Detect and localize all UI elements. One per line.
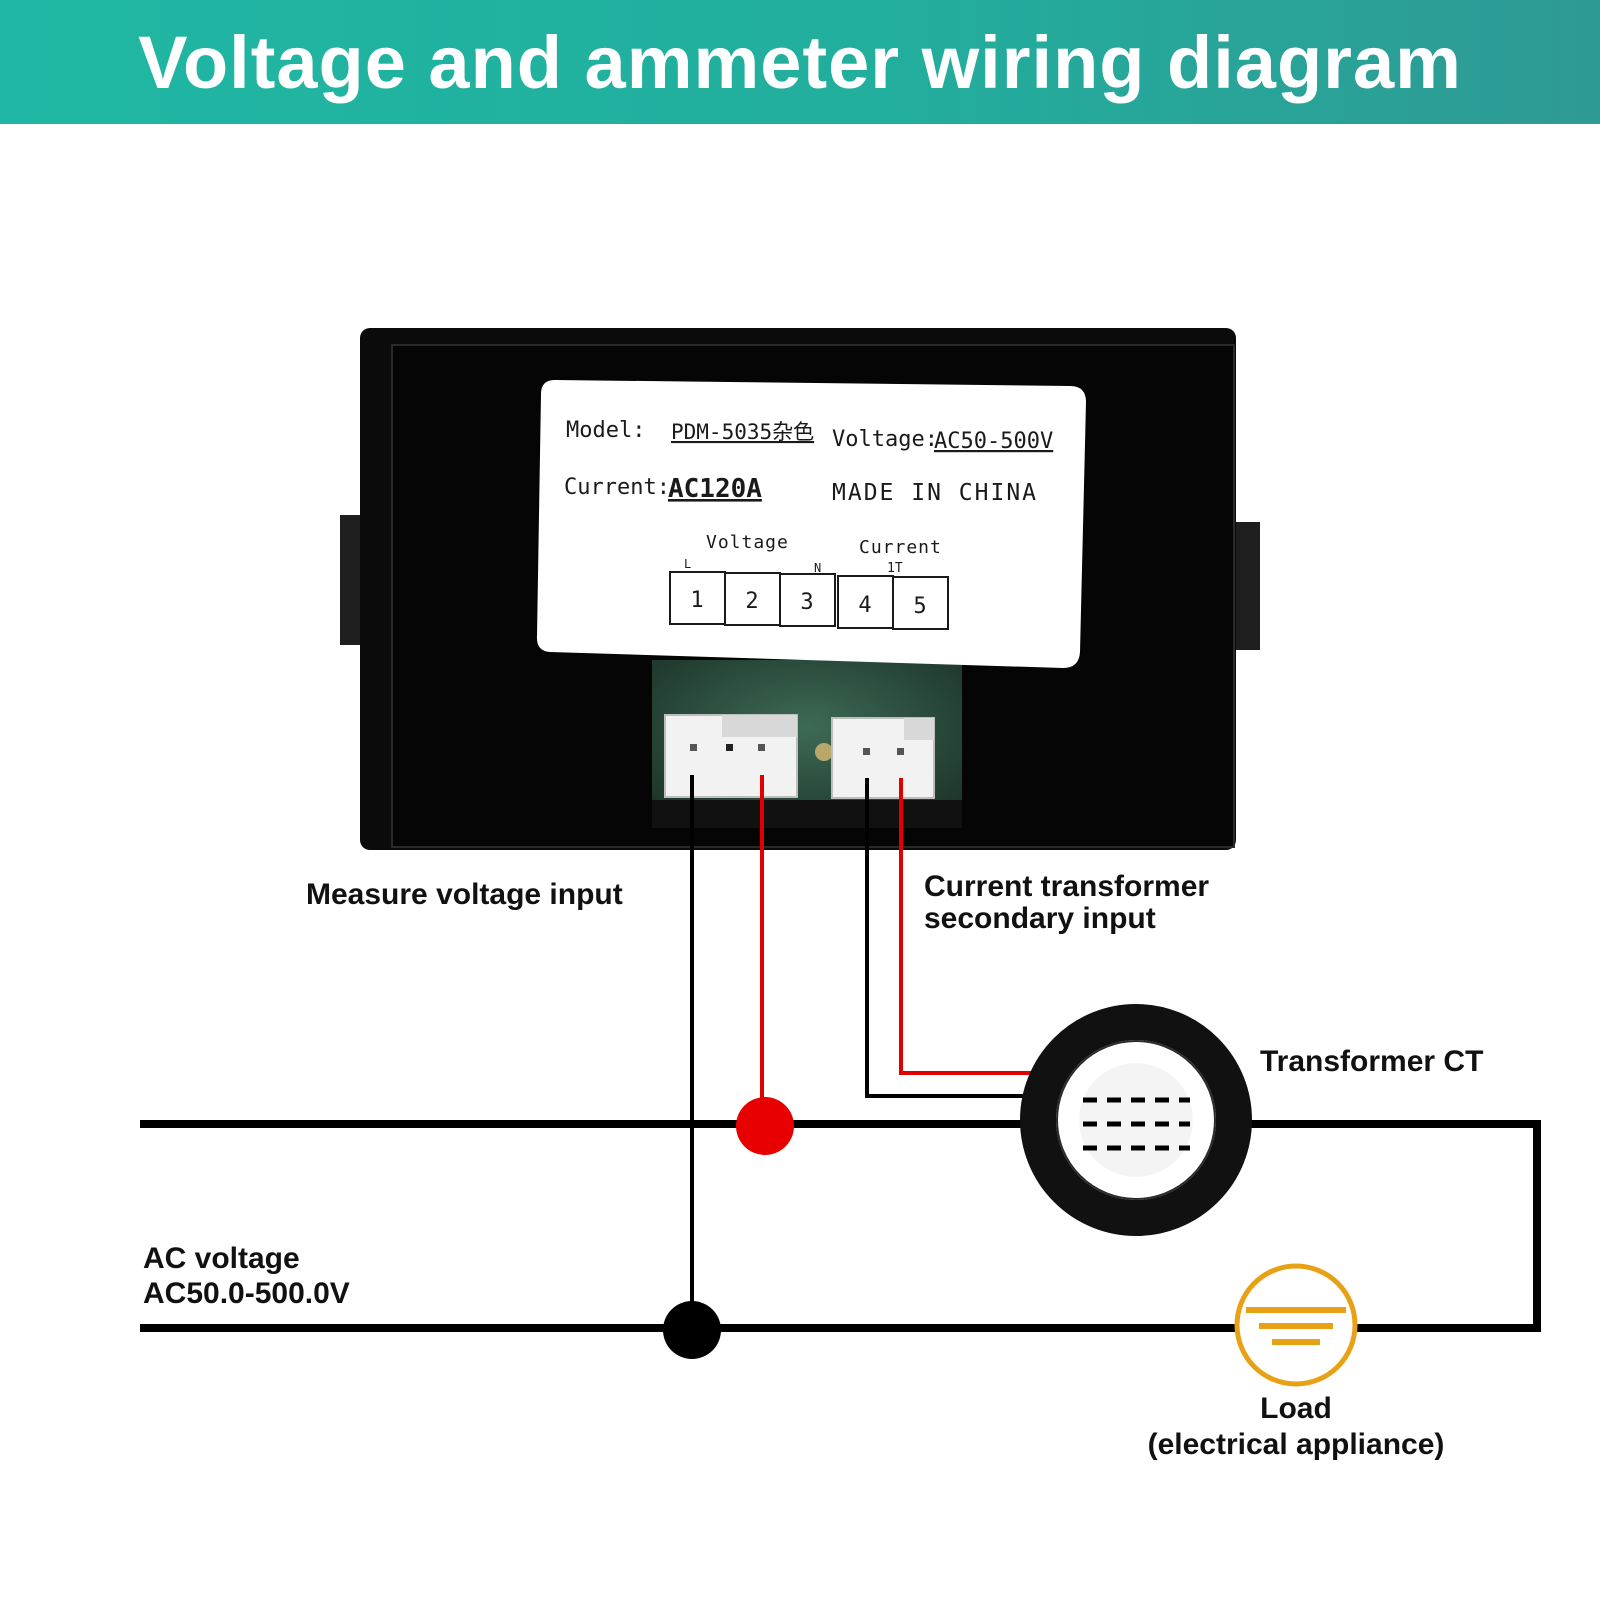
terminal-4: 4 <box>858 593 871 618</box>
voltage-input-label: Measure voltage input <box>306 878 623 911</box>
load-symbol <box>1234 1263 1358 1387</box>
ct-ring <box>1020 1004 1252 1236</box>
ct-wire-red <box>899 778 1035 1075</box>
terminal-block: 1 2 3 4 5 <box>669 571 949 630</box>
ct-input-label-line2: secondary input <box>924 902 1156 935</box>
ac-voltage-label-line2: AC50.0-500.0V <box>143 1277 350 1310</box>
origin-text: MADE IN CHINA <box>832 480 1038 506</box>
mark-1t: 1T <box>887 561 903 576</box>
terminal-box <box>892 576 949 630</box>
ct-wire-black <box>865 778 1030 1098</box>
black-junction-dot <box>663 1301 721 1359</box>
title-banner: Voltage and ammeter wiring diagram <box>0 0 1600 124</box>
ct-input-label-line1: Current transformer <box>924 870 1209 903</box>
load-label-line2: (electrical appliance) <box>1148 1428 1445 1461</box>
current-connector <box>831 717 935 799</box>
terminal-2: 2 <box>745 589 758 614</box>
model-value: PDM-5035杂色 <box>671 420 814 444</box>
transformer-label: Transformer CT <box>1260 1045 1483 1078</box>
panel-meter: Model: PDM-5035杂色 Voltage: AC50-500V Cur… <box>340 328 1260 850</box>
load-label-line1: Load <box>1260 1392 1332 1425</box>
terminal-box <box>779 573 836 627</box>
transformer-ct <box>1020 1004 1252 1236</box>
ac-voltage-label-line1: AC voltage <box>143 1242 300 1275</box>
current-key: Current: <box>564 475 670 500</box>
voltage-group-label: Voltage <box>706 532 789 553</box>
mark-n: N <box>814 561 821 575</box>
ct-passthrough-wire <box>1083 1097 1190 1151</box>
voltage-connector <box>664 714 798 798</box>
voltage-value: AC50-500V <box>934 429 1053 454</box>
voltage-key: Voltage: <box>832 427 938 452</box>
current-group-label: Current <box>859 537 942 558</box>
current-value: AC120A <box>668 474 762 504</box>
live-return-line <box>1248 1120 1541 1332</box>
wires <box>140 775 1541 1359</box>
red-junction-dot <box>736 1097 794 1155</box>
terminal-5: 5 <box>913 594 926 619</box>
terminal-1: 1 <box>690 588 703 613</box>
terminal-3: 3 <box>800 590 813 615</box>
pcb-component <box>815 743 833 761</box>
ct-core-hole <box>1079 1063 1193 1177</box>
mark-l: L <box>684 557 691 571</box>
model-key: Model: <box>566 418 645 443</box>
page-title: Voltage and ammeter wiring diagram <box>138 20 1462 104</box>
